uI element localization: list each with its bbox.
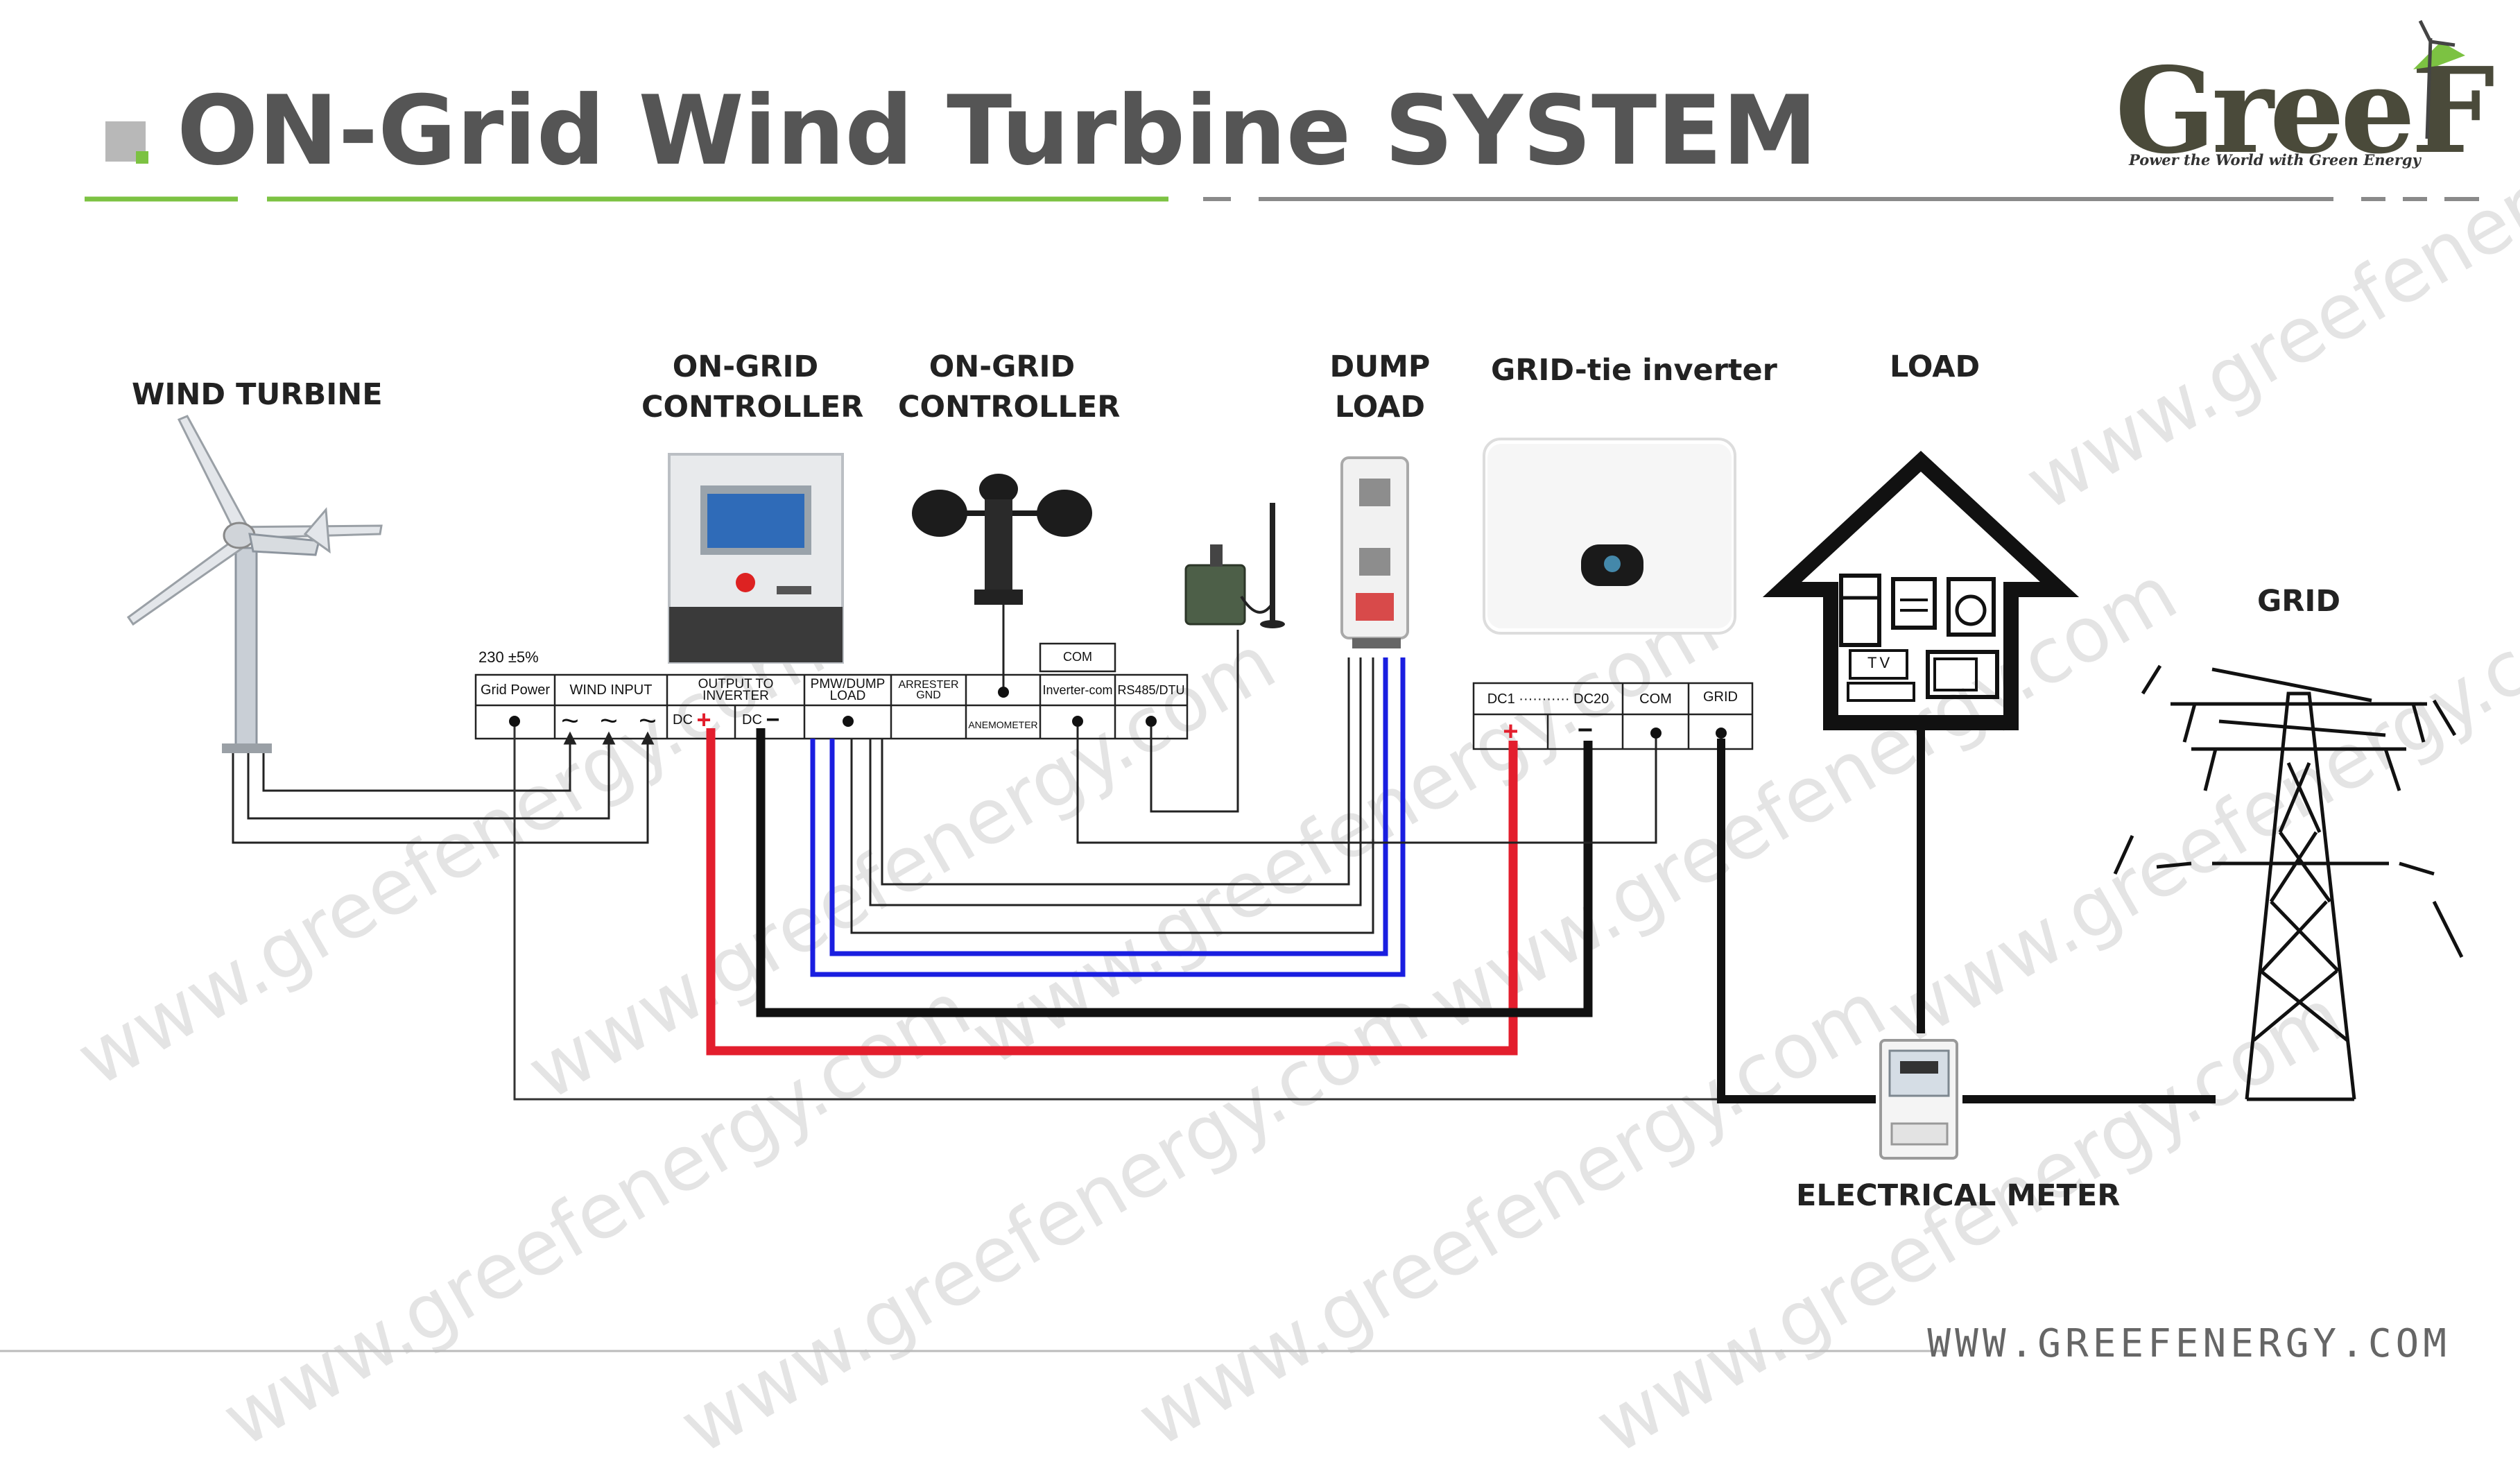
dc-plus-text: DC [673,712,693,728]
electrical-meter-icon [1879,1039,1958,1160]
label-controller-1-line1: ON-GRID [672,350,819,384]
turbine-wires [232,731,655,844]
label-grid: GRID [2257,584,2341,619]
dc-negative-wire [756,728,1593,1017]
inverter-com-wire [1076,727,1657,844]
label-dump-load: DUMP LOAD [1311,347,1449,427]
output-line1: OUTPUT TO [698,677,774,691]
anemometer-terminal-label: ANEMOMETER [968,719,1038,730]
wind-input-label: WIND INPUT [569,682,653,698]
dc-minus-text: DC [742,712,762,728]
dump-load-wire-blue-2 [829,657,1388,956]
grid-power-wire [513,727,1727,1101]
label-controller-1: ON-GRID CONTROLLER [641,347,864,427]
dc-minus-terminal: DC − [742,708,801,732]
arrester-label: ARRESTER GND [891,679,966,701]
page-title: ON-Grid Wind Turbine SYSTEM [177,75,1818,187]
dc-positive-wire [706,728,1518,1056]
transmission-tower-icon [2113,664,2464,1101]
logo-leaf-icon [2413,42,2465,69]
label-meter: ELECTRICAL METER [1796,1178,2121,1213]
tilde-icon: ~ [600,704,618,738]
wind-turbine-icon [126,415,383,753]
com-label: COM [1063,650,1092,664]
dump-load-wire-black-2 [869,657,1362,906]
output-inverter-label: OUTPUT TO INVERTER [667,677,804,703]
inverter-com-label: Inverter-com [1042,683,1113,697]
tilde-icon: ~ [639,704,657,738]
arrester-line2: GND [916,689,941,701]
dump-load-wire-black-1 [850,657,1374,934]
anemometer-icon [912,474,1092,605]
voltage-label: 230 ±5% [478,648,539,666]
tilde-icon: ~ [561,704,579,738]
grid-power-label: Grid Power [480,682,551,698]
arrester-wire [881,657,1350,886]
minus-icon: − [766,707,780,733]
tv-label: TV [1867,654,1893,671]
inverter-com-terminal-label: COM [1639,691,1672,707]
dump-load-terminal-label: PMW/DUMP LOAD [804,677,891,703]
dump-line2: LOAD [829,689,866,703]
label-load: LOAD [1890,350,1980,384]
inverter-plus-icon: + [1503,717,1519,746]
label-controller-2-line1: ON-GRID [929,350,1076,384]
load-house-icon [1762,451,2080,730]
label-controller-1-line2: CONTROLLER [641,390,864,424]
inverter-dc-range-label: DC1 ··········· DC20 [1487,691,1609,707]
label-controller-2-line2: CONTROLLER [898,390,1121,424]
footer-website: WWW.GREEFENERGY.COM [1927,1321,2451,1366]
label-dump-load-line1: DUMP [1329,350,1431,384]
plus-icon: + [696,705,711,734]
inverter-terminal-table [1472,682,1754,750]
brand-tagline: Power the World with Green Energy [2129,151,2421,169]
rs485-wire [1150,630,1239,813]
title-square-accent [136,151,148,164]
dump-load-wire-blue-1 [810,657,1406,977]
wiring-diagram [0,19,2479,1352]
rs485-label: RS485/DTU [1117,683,1185,697]
label-inverter: GRID-tie inverter [1491,353,1777,388]
label-wind-turbine: WIND TURBINE [132,377,383,412]
inverter-grid-terminal-label: GRID [1703,689,1738,705]
inverter-grid-wire [1717,739,1876,1103]
dump-line1: PMW/DUMP [810,677,886,691]
dc-plus-terminal: DC + [673,707,732,732]
label-controller-2: ON-GRID CONTROLLER [898,347,1121,427]
dtu-module-icon [1184,503,1285,628]
on-grid-controller-device [668,453,844,664]
logo-turbine-icon [2418,19,2456,139]
arrester-line1: ARRESTER [898,679,959,691]
terminal-dots [509,687,1727,739]
label-dump-load-line2: LOAD [1334,390,1426,424]
dump-load-resistor-icon [1340,456,1409,648]
grid-tie-inverter-device [1483,438,1736,635]
inverter-minus-icon: − [1577,716,1594,745]
output-line2: INVERTER [702,689,769,703]
